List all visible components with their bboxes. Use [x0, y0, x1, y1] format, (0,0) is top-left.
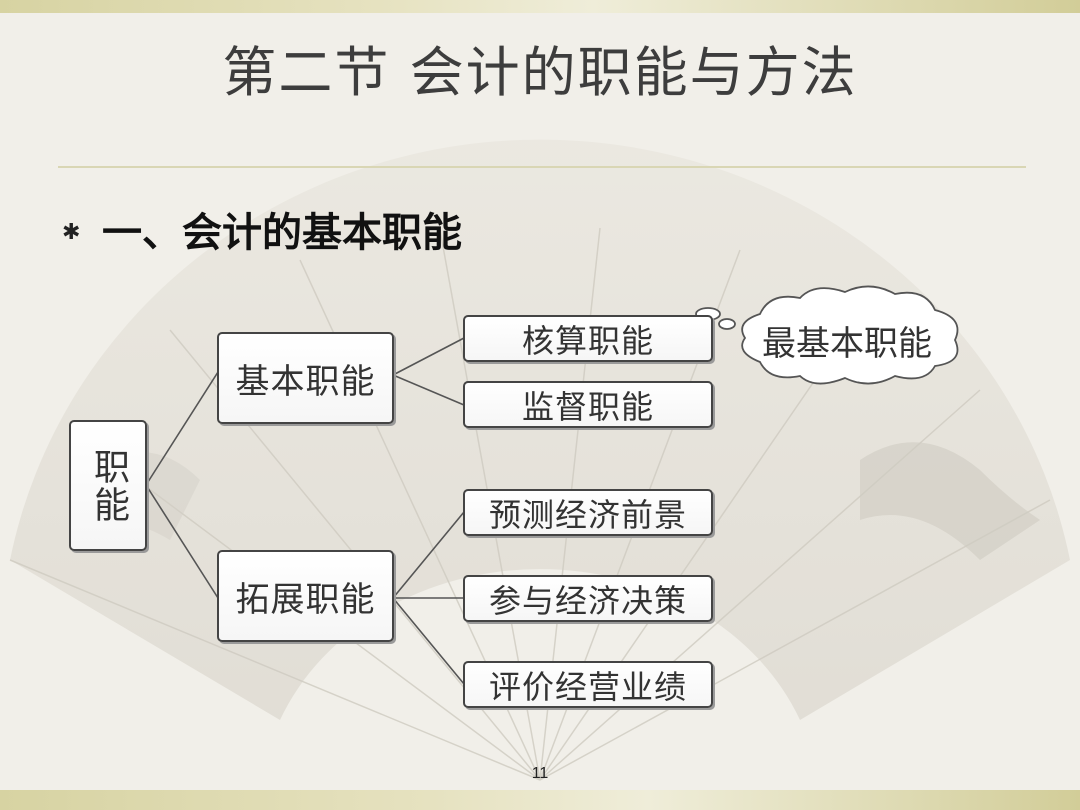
leaf-supervision: 监督职能: [463, 381, 713, 428]
leaf-forecast: 预测经济前景: [463, 489, 713, 536]
leaf-decision: 参与经济决策: [463, 575, 713, 622]
leaf-evaluation: 评价经营业绩: [463, 661, 713, 708]
top-accent-bar: [0, 0, 1080, 13]
title-divider: [58, 166, 1026, 168]
section-heading: 一、会计的基本职能: [102, 210, 462, 256]
slide-title: 第二节 会计的职能与方法: [222, 41, 858, 104]
root-node: 职能: [69, 420, 147, 551]
page-number: 11: [531, 765, 549, 782]
callout-label: 最基本职能: [762, 324, 932, 364]
bullet-icon: ✱: [62, 220, 81, 245]
bottom-accent-bar: [0, 790, 1080, 810]
leaf-accounting: 核算职能: [463, 315, 713, 362]
extended-function-node: 拓展职能: [217, 550, 394, 642]
basic-function-node: 基本职能: [217, 332, 394, 424]
